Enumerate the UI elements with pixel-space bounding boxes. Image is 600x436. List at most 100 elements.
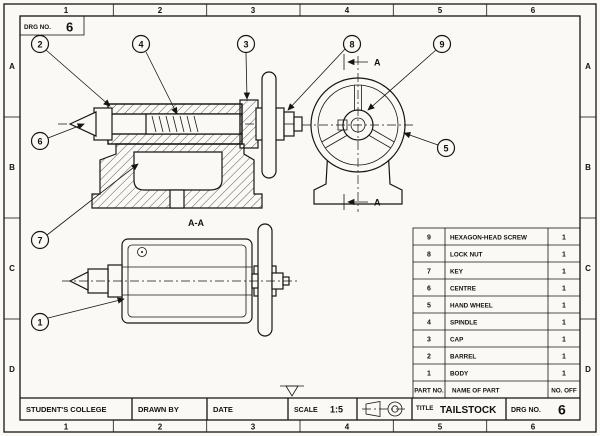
- part-name: CAP: [450, 337, 463, 344]
- grid-col-label: 3: [251, 423, 256, 432]
- corner-drg-value: 6: [66, 20, 73, 35]
- balloon-4-label: 4: [138, 40, 143, 50]
- grid-col-label: 5: [438, 423, 443, 432]
- grid-row-label: D: [585, 365, 591, 374]
- part-name: LOCK NUT: [450, 252, 483, 259]
- part-no: 5: [427, 303, 431, 310]
- grid-col-label: 5: [438, 6, 443, 15]
- grid-row-label: B: [585, 163, 591, 172]
- part-qty: 1: [562, 235, 566, 242]
- part-no: 4: [427, 320, 431, 327]
- part-no: 1: [427, 371, 431, 378]
- part-no: 3: [427, 337, 431, 344]
- title-block: STUDENT'S COLLEGE DRAWN BY DATE SCALE 1:…: [20, 397, 580, 420]
- drg-no-label: DRG NO.: [511, 407, 541, 414]
- header-no-off: NO. OFF: [551, 388, 577, 395]
- part-qty: 1: [562, 252, 566, 259]
- college-name: STUDENT'S COLLEGE: [26, 405, 107, 414]
- title-label: TITLE: [416, 405, 434, 412]
- balloon-6-label: 6: [37, 137, 42, 147]
- part-no: 8: [427, 252, 431, 259]
- balloon-8-label: 8: [349, 40, 354, 50]
- scale-label: SCALE: [294, 407, 318, 414]
- drg-no-value: 6: [558, 402, 566, 418]
- part-qty: 1: [562, 354, 566, 361]
- centre-shank: [93, 107, 113, 141]
- drawing-title: TAILSTOCK: [440, 405, 497, 416]
- title-block-grid: [20, 397, 580, 420]
- hand-wheel-edge: [261, 71, 277, 179]
- body-cavity: [133, 151, 223, 191]
- inner-border: [19, 15, 581, 421]
- balloon-1: 1: [30, 297, 125, 332]
- plan-screw-center: [141, 251, 143, 253]
- spindle-threads: [151, 115, 199, 133]
- part-no: 2: [427, 354, 431, 361]
- part-qty: 1: [562, 286, 566, 293]
- grid-col-label: 1: [64, 423, 69, 432]
- scale-value: 1:5: [330, 405, 343, 415]
- hexagon-head-screw: [293, 116, 303, 132]
- part-no: 9: [427, 235, 431, 242]
- section-label: A-A: [188, 218, 204, 228]
- end-view: [302, 56, 414, 212]
- part-no: 7: [427, 269, 431, 276]
- balloon-3-label: 3: [243, 40, 248, 50]
- part-qty: 1: [562, 371, 566, 378]
- part-name: KEY: [450, 269, 464, 276]
- balloon-5: 5: [403, 132, 456, 158]
- spindle: [145, 113, 241, 135]
- grid-row-label: C: [585, 264, 591, 273]
- projection-symbol: [362, 401, 407, 417]
- body-slot: [169, 189, 185, 209]
- surface-finish-symbol: [280, 385, 304, 397]
- balloon-3: 3: [236, 34, 256, 100]
- sheet-borders: [3, 3, 597, 433]
- grid-row-label: A: [9, 62, 15, 71]
- barrel-wall-bottom: [107, 133, 243, 145]
- part-name: CENTRE: [450, 286, 476, 293]
- grid-row-label: C: [9, 264, 15, 273]
- part-no: 6: [427, 286, 431, 293]
- corner-drg-frame: [19, 15, 85, 36]
- balloon-9: 9: [367, 34, 452, 111]
- corner-drg-box: DRG NO. 6: [19, 15, 85, 36]
- section-arrow-label-bottom: A: [374, 198, 381, 208]
- part-name: HEXAGON-HEAD SCREW: [450, 235, 527, 242]
- part-name: BARREL: [450, 354, 476, 361]
- grid-col-label: 3: [251, 6, 256, 15]
- grid-col-label: 2: [158, 6, 163, 15]
- part-qty: 1: [562, 303, 566, 310]
- parts-table-header: PART NO. NAME OF PART NO. OFF: [414, 388, 577, 395]
- wheel-spokes: [321, 85, 395, 149]
- balloon-8: 8: [287, 34, 362, 111]
- part-qty: 1: [562, 337, 566, 344]
- grid-col-label: 6: [531, 423, 536, 432]
- part-qty: 1: [562, 320, 566, 327]
- grid-row-label: D: [9, 365, 15, 374]
- header-name: NAME OF PART: [452, 388, 500, 395]
- part-name: SPINDLE: [450, 320, 477, 327]
- parts-table: 9 HEXAGON-HEAD SCREW 1 8 LOCK NUT 1 7 KE…: [412, 227, 581, 399]
- barrel-wall-top: [107, 103, 243, 115]
- parts-table-grid: [412, 227, 581, 399]
- part-qty: 1: [562, 269, 566, 276]
- parts-table-rows: 9 HEXAGON-HEAD SCREW 1 8 LOCK NUT 1 7 KE…: [427, 235, 566, 378]
- balloon-5-label: 5: [443, 144, 448, 154]
- grid-col-label: 2: [158, 423, 163, 432]
- balloon-4: 4: [131, 34, 178, 115]
- header-part-no: PART NO.: [414, 388, 444, 395]
- grid-ticks: [4, 4, 596, 432]
- date-label: DATE: [213, 405, 233, 414]
- cutting-plane-marks: A A: [343, 54, 381, 210]
- balloon-callouts: 2 4 3 8 9 6 7: [30, 34, 456, 332]
- grid-col-label: 4: [345, 6, 350, 15]
- corner-drg-label: DRG NO.: [24, 24, 51, 31]
- balloon-1-label: 1: [37, 318, 42, 328]
- drawn-by-label: DRAWN BY: [138, 405, 179, 414]
- grid-labels: 1 2 3 4 5 6 1 2 3 4 5 6 A B C D A B C D: [9, 6, 591, 432]
- grid-row-label: B: [9, 163, 15, 172]
- part-name: BODY: [450, 371, 469, 378]
